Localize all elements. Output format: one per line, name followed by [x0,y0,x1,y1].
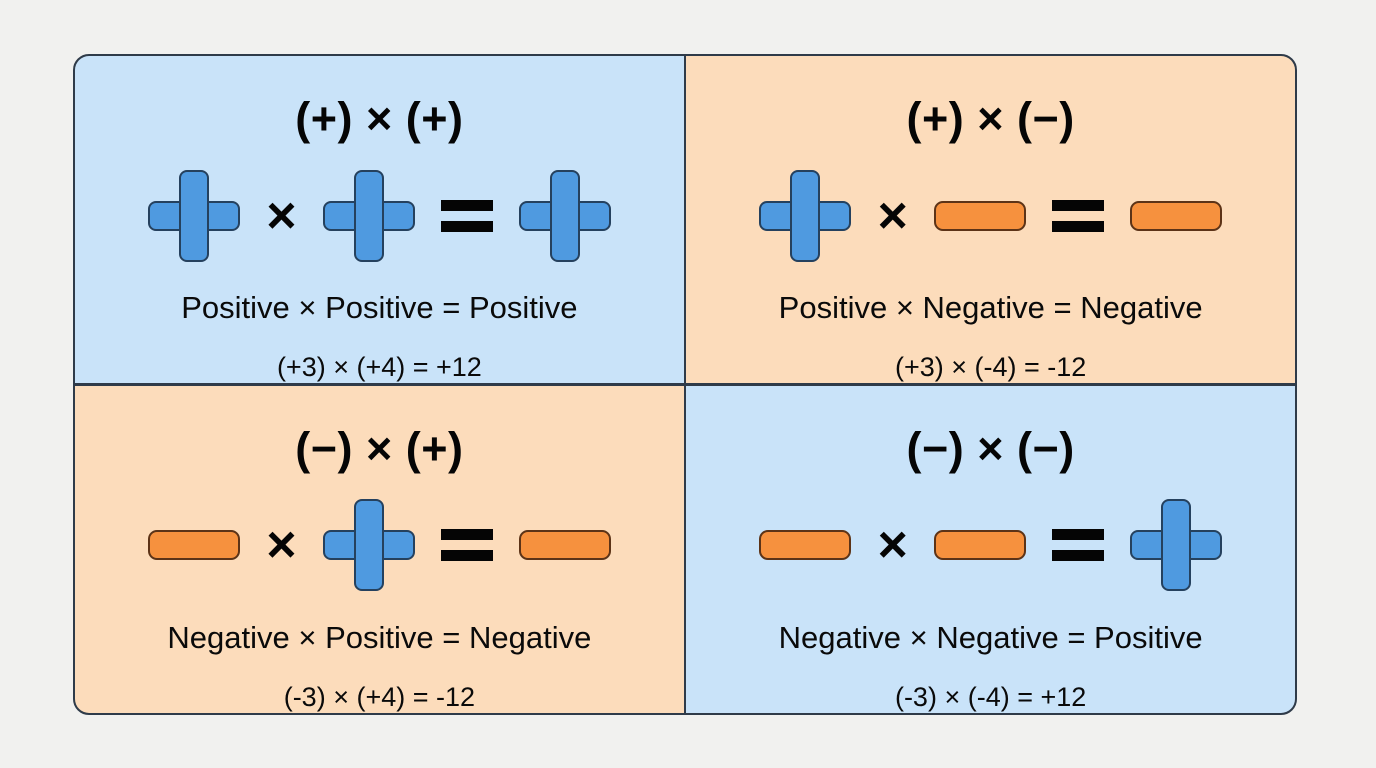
plus-icon [148,169,241,262]
minus-icon [759,530,852,561]
quadrant-example-text: (+3) × (+4) = +12 [276,352,482,383]
quadrant-rule-text: Positive × Negative = Negative [778,290,1203,326]
plus-icon [322,499,415,592]
minus-icon [518,530,611,561]
equals-operator-icon [440,198,493,234]
quadrant-rule-text: Positive × Positive = Positive [181,290,578,326]
times-operator-icon: × [877,186,908,245]
plus-icon [1129,499,1222,592]
quadrant-title: (−) × (−) [906,422,1075,474]
quadrant-example-text: (+3) × (-4) = -12 [894,352,1087,383]
icon-equation-row: × [759,161,1222,270]
plus-icon [322,169,415,262]
quadrant-negative-times-positive: (−) × (+) × Negative × Positive = Negati… [75,385,684,713]
quadrant-rule-text: Negative × Positive = Negative [167,620,592,655]
icon-equation-row: × [148,161,611,270]
quadrant-title: (−) × (+) [295,422,464,474]
sign-rules-grid: (+) × (+) × Positive × Positive = Positi… [73,54,1297,715]
times-operator-icon: × [877,516,908,575]
quadrant-negative-times-negative: (−) × (−) × Negative × Negative = Positi… [686,385,1295,713]
plus-icon [759,169,852,262]
times-operator-icon: × [266,186,297,245]
quadrant-title: (+) × (+) [295,93,464,144]
quadrant-example-text: (-3) × (+4) = -12 [283,682,476,712]
icon-equation-row: × [148,491,611,600]
quadrant-title: (+) × (−) [906,93,1075,144]
times-operator-icon: × [266,516,297,575]
quadrant-positive-times-positive: (+) × (+) × Positive × Positive = Positi… [75,56,684,384]
icon-equation-row: × [759,491,1222,600]
quadrant-rule-text: Negative × Negative = Positive [778,620,1203,655]
equals-operator-icon [440,527,493,563]
minus-icon [148,530,241,561]
minus-icon [1129,200,1222,231]
plus-icon [518,169,611,262]
quadrant-positive-times-negative: (+) × (−) × Positive × Negative = Negati… [686,56,1295,384]
quadrant-example-text: (-3) × (-4) = +12 [894,682,1087,712]
minus-icon [933,200,1026,231]
minus-icon [933,530,1026,561]
equals-operator-icon [1051,198,1104,234]
equals-operator-icon [1051,527,1104,563]
